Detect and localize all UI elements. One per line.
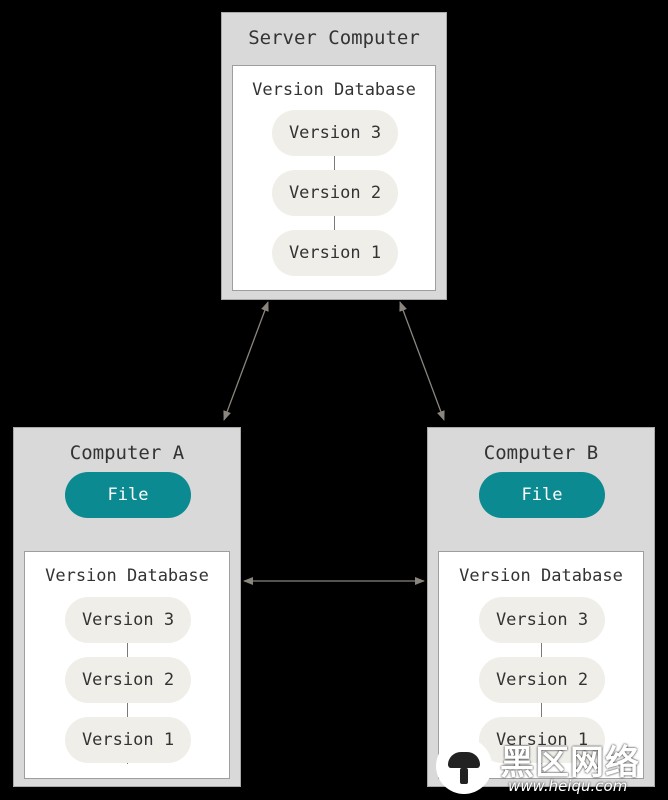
computer-b-version-1: Version 1: [479, 717, 605, 763]
version-connector: [127, 642, 128, 764]
computer-b-database-title: Version Database: [459, 566, 623, 586]
computer-b-file[interactable]: File: [479, 472, 605, 518]
computer-a-version-1: Version 1: [65, 717, 191, 763]
server-computer: Server Computer Version Database Version…: [221, 12, 447, 300]
watermark-url: www.heiqu.com: [508, 777, 628, 795]
computer-b: Computer B File Version Database Version…: [427, 427, 655, 787]
computer-a-title: Computer A: [69, 442, 185, 464]
computer-a-file[interactable]: File: [65, 472, 191, 518]
computer-b-version-database: Version Database Version 3 Version 2 Ver…: [438, 551, 644, 779]
computer-a-version-database: Version Database Version 3 Version 2 Ver…: [24, 551, 230, 779]
arrow-server-computer-b: [399, 301, 445, 421]
site-watermark: 黑区网络 www.heiqu.com: [434, 735, 666, 797]
server-database-title: Version Database: [252, 80, 416, 100]
computer-b-version-3: Version 3: [479, 597, 605, 643]
computer-b-version-2: Version 2: [479, 657, 605, 703]
version-connector: [541, 642, 542, 764]
server-version-1: Version 1: [272, 230, 398, 276]
server-version-2: Version 2: [272, 170, 398, 216]
computer-a-database-title: Version Database: [45, 566, 209, 586]
server-version-3: Version 3: [272, 110, 398, 156]
arrow-server-computer-a: [223, 301, 269, 421]
computer-a: Computer A File Version Database Version…: [13, 427, 241, 787]
server-computer-title: Server Computer: [248, 27, 420, 49]
computer-a-version-3: Version 3: [65, 597, 191, 643]
server-version-database: Version Database Version 3 Version 2 Ver…: [232, 65, 436, 291]
computer-b-title: Computer B: [483, 442, 599, 464]
computer-a-version-2: Version 2: [65, 657, 191, 703]
watermark-brand: 黑区网络: [500, 743, 640, 783]
mushroom-logo-icon: [436, 738, 492, 794]
